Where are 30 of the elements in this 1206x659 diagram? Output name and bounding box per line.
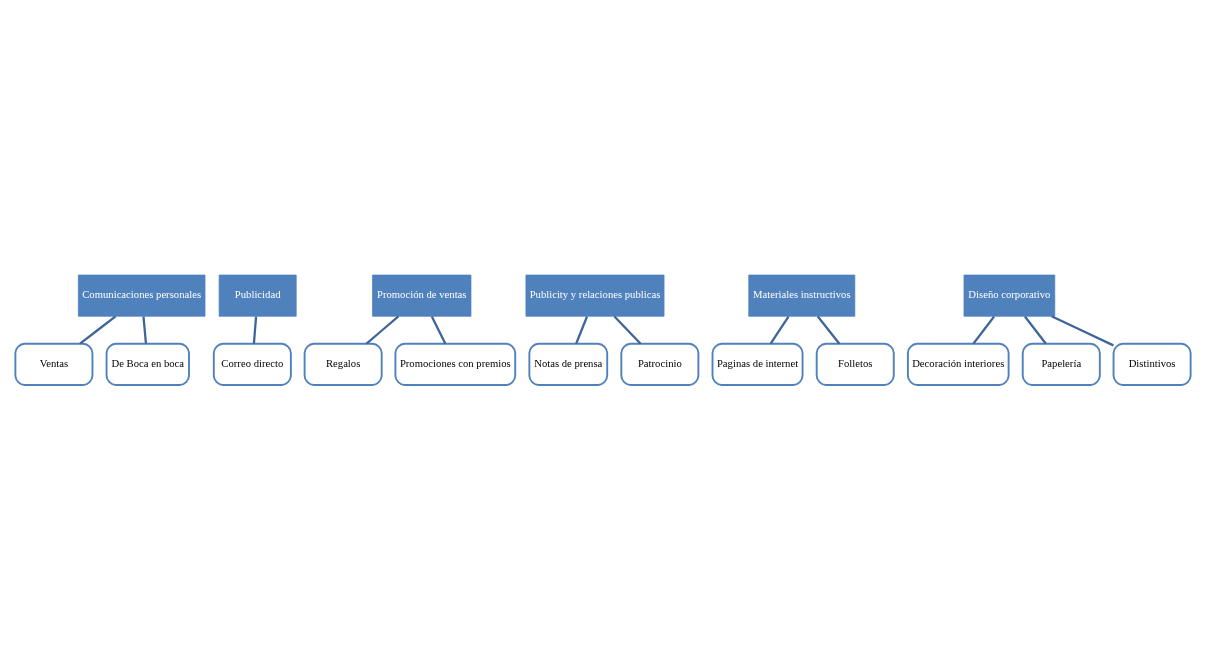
connector xyxy=(613,315,642,344)
connector xyxy=(575,315,589,344)
connector xyxy=(769,315,790,344)
node-box: Diseño corporativo xyxy=(963,274,1056,317)
node-box: Correo directo xyxy=(212,342,292,386)
node-box: Patrocinio xyxy=(620,342,700,386)
node-box: Distintivos xyxy=(1112,342,1192,386)
connector xyxy=(365,315,400,344)
node-box: Publicity y relaciones publicas xyxy=(525,274,665,317)
node-box: Promociones con premios xyxy=(394,342,517,386)
node-box: Folletos xyxy=(815,342,895,386)
connector xyxy=(1051,314,1114,346)
node-box: Ventas xyxy=(14,342,94,386)
connector xyxy=(972,315,995,344)
node-box: Notas de prensa xyxy=(528,342,609,386)
connector xyxy=(142,315,148,344)
connector xyxy=(79,315,117,344)
node-box: Materiales instructivos xyxy=(748,274,856,317)
node-box: Paginas de internet xyxy=(711,342,804,386)
node-box: Regalos xyxy=(303,342,383,386)
connector xyxy=(816,315,841,344)
node-box: Papelería xyxy=(1021,342,1101,386)
connector xyxy=(1024,315,1047,344)
node-box: Promoción de ventas xyxy=(372,274,472,317)
connector xyxy=(430,315,447,344)
connector xyxy=(252,315,258,344)
node-box: Decoración interiores xyxy=(906,342,1010,386)
node-box: Comunicaciones personales xyxy=(77,274,206,317)
node-box: De Boca en boca xyxy=(105,342,190,386)
node-box: Publicidad xyxy=(218,274,297,317)
